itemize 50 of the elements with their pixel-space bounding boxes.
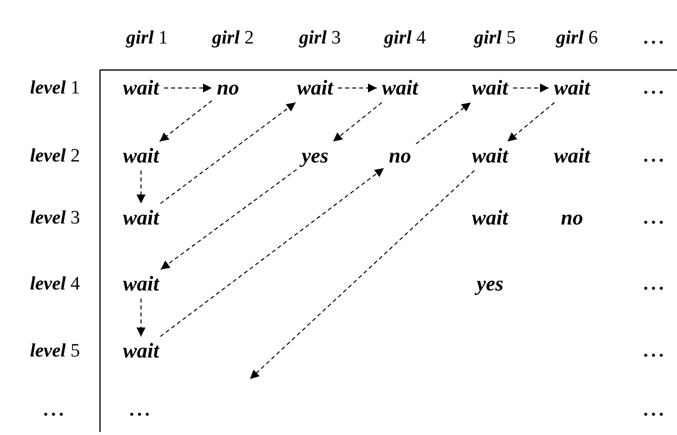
arrow [332,102,382,142]
column-header: girl 3 [299,28,341,48]
ellipsis: ... [643,28,667,48]
ellipsis: ... [643,208,667,228]
row-header: level 5 [30,342,80,360]
cell-value: wait [382,78,418,98]
arrow [136,170,146,204]
cell-value: wait [472,208,508,228]
arrow [136,298,146,337]
cell-value: wait [296,78,334,98]
arrow [164,84,212,92]
ellipsis: ... [129,400,153,420]
ellipsis: ... [643,78,667,98]
ellipsis: ... [643,146,667,166]
column-header: girl 4 [384,28,426,48]
column-header: girl 6 [556,28,598,48]
arrow [507,102,555,142]
cell-value: wait [122,274,160,294]
row-header: level 2 [30,146,80,166]
ellipsis: ... [643,400,667,420]
ellipsis: ... [43,400,67,420]
cell-value: no [560,208,584,228]
cell-value: wait [472,78,508,98]
row-header: level 3 [30,208,80,228]
arrow [159,100,212,142]
cell-value: wait [472,146,508,166]
ellipsis: ... [643,274,667,294]
cell-value: yes [302,146,328,166]
cell-value: wait [554,78,590,98]
row-header: level 1 [30,78,80,98]
cell-value: wait [122,78,160,98]
ellipsis: ... [643,342,667,360]
arrow [338,84,378,92]
column-header: girl 5 [474,28,516,48]
arrow [160,169,298,270]
cell-value: wait [122,146,160,166]
arrow [512,84,550,92]
arrow [416,102,472,144]
arrow [250,170,475,380]
cell-value: yes [476,274,504,294]
cell-value: no [388,146,412,166]
cell-value: wait [122,208,160,228]
arrow [160,168,384,337]
column-header: girl 1 [126,28,168,48]
cell-value: wait [554,146,590,166]
cell-value: wait [122,340,160,362]
row-header: level 4 [30,274,80,294]
arrow [160,102,296,204]
cell-value: no [216,78,240,98]
column-header: girl 2 [212,28,254,48]
